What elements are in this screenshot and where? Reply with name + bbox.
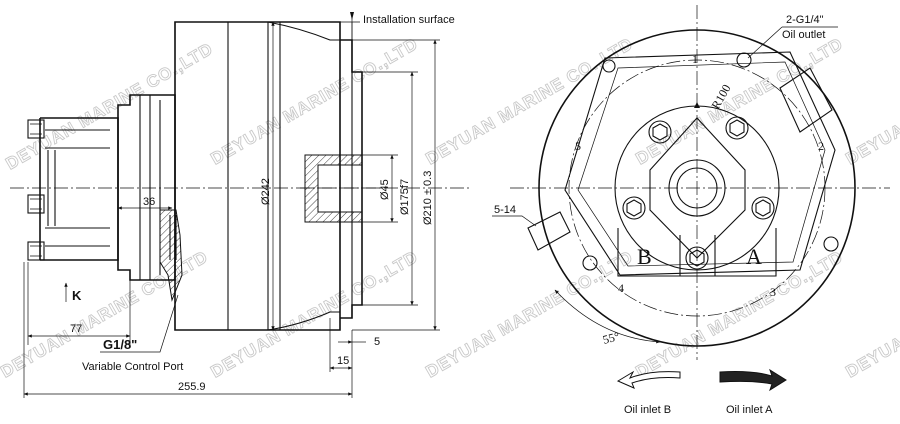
port-b-label: B <box>637 244 652 269</box>
dim-36: 36 <box>143 196 155 208</box>
main-body <box>174 21 341 331</box>
bolt-head <box>27 194 45 214</box>
hole-number-1: 1 <box>692 52 698 66</box>
oil-inlet-b-label: Oil inlet B <box>624 404 671 416</box>
hex-bolt <box>725 116 749 140</box>
dim-5: 5 <box>374 336 380 348</box>
hex-bolt <box>622 196 646 220</box>
view-k-label: K <box>72 288 82 303</box>
oil-outlet-spec-label: 2-G1/4" <box>786 14 824 26</box>
mounting-hole <box>823 236 839 252</box>
hole-number-5: 5 <box>575 139 581 153</box>
bolt-head <box>27 119 45 139</box>
oil-inlet-a-label: Oil inlet A <box>726 404 773 416</box>
mounting-hole <box>736 52 752 68</box>
front-view: B A 1 2 3 4 5 R100 2-G1/4" Oil outlet 5-… <box>492 5 890 416</box>
watermark: DEYUAN MARINE CO.,LTD <box>3 39 217 173</box>
oil-outlet-fitting <box>527 211 571 251</box>
dim-d210: Ø210 ± 0.3 <box>422 171 434 225</box>
oil-outlet-fitting <box>779 67 833 133</box>
oil-outlet-label: Oil outlet <box>782 29 825 41</box>
dim-15: 15 <box>337 355 349 367</box>
hex-bolt <box>648 120 672 144</box>
dim-77: 77 <box>70 323 82 335</box>
dim-d242: Ø242 <box>260 178 272 205</box>
bolt-head <box>27 241 45 261</box>
rotation-arrow-b <box>616 370 681 389</box>
port-a-label: A <box>746 244 762 269</box>
hex-bolt <box>751 196 775 220</box>
port-block <box>617 228 777 277</box>
angle-arc <box>554 289 661 344</box>
watermark: DEYUAN MARINE CO.,LTD <box>208 247 422 381</box>
mounting-hole <box>602 59 616 73</box>
mounting-hole <box>582 255 598 271</box>
shaft-bore <box>668 159 726 217</box>
hex-bolt <box>685 246 709 270</box>
watermark: DEYUAN MARINE CO.,LTD <box>423 34 637 168</box>
angle-label: 55° <box>601 329 621 347</box>
outer-flange-circle <box>538 29 856 347</box>
installation-surface-label: Installation surface <box>363 14 455 26</box>
dim-total-length: 255.9 <box>178 381 206 393</box>
watermark: DEYUAN MARINE CO.,LTD <box>843 34 900 168</box>
dim-d175: Ø175f7 <box>399 179 411 215</box>
watermark: DEYUAN MARINE CO.,LTD <box>423 247 637 381</box>
rotation-arrow-a <box>719 368 787 392</box>
bolt-circle-r100 <box>568 59 826 317</box>
hole-number-4: 4 <box>618 281 624 295</box>
dim-d45: Ø45 <box>379 179 391 200</box>
port-thread-label: G1/8" <box>103 337 137 352</box>
mounting-plate <box>564 51 836 276</box>
hub-star <box>649 117 746 259</box>
watermark: DEYUAN MARINE CO.,LTD <box>208 34 422 168</box>
variable-control-port-label: Variable Control Port <box>82 361 183 373</box>
watermark: DEYUAN MARINE CO.,LTD <box>633 247 847 381</box>
hole-number-2: 2 <box>818 139 824 153</box>
watermark: DEYUAN MARINE CO.,LTD <box>843 247 900 381</box>
side-view: Ø45 Ø175f7 Ø210 ± 0.3 Ø242 Installation … <box>10 12 470 398</box>
slot-dim-label: 5-14 <box>494 204 516 216</box>
hole-number-3: 3 <box>770 285 776 299</box>
